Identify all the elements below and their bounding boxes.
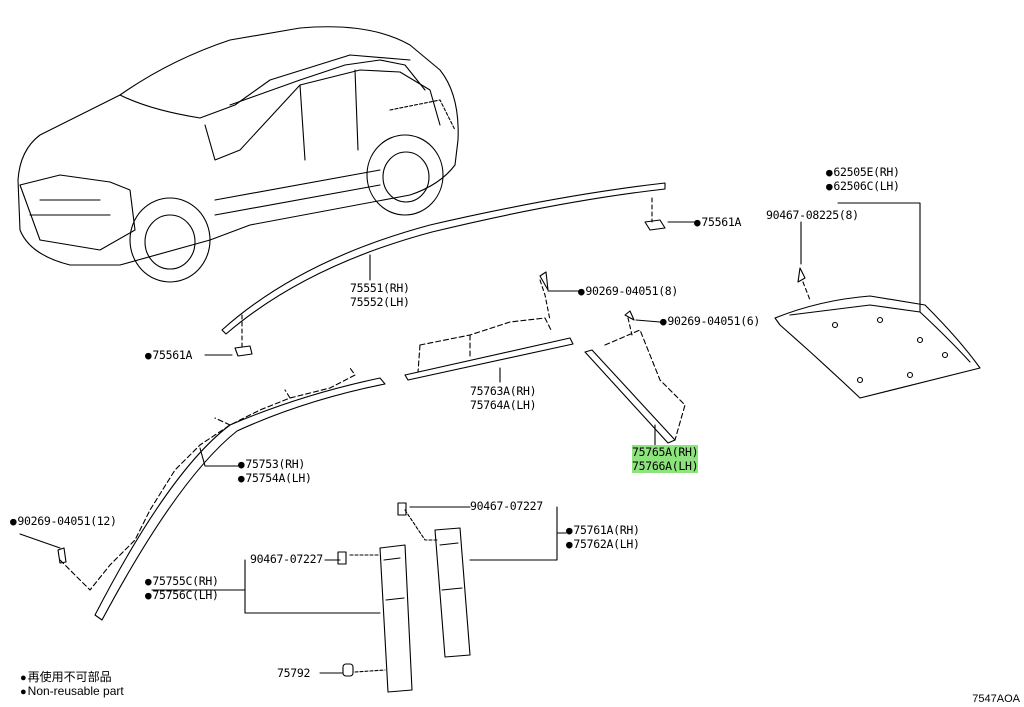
label-75761A: 75761A(RH) [566,523,640,538]
label-75762A: 75762A(LH) [566,537,640,552]
label-75561A-left: 75561A [145,348,192,363]
door-frame-molding [59,367,386,621]
label-75764A: 75764A(LH) [470,398,537,412]
upper-belt-molding [404,279,574,381]
label-75552: 75552(LH) [350,295,410,309]
quarter-molding [584,317,686,444]
pillar-garnish-front [349,544,413,693]
label-90467-07227-upper: 90467-07227 [470,499,543,513]
label-75755C: 75755C(RH) [145,574,219,589]
label-75792: 75792 [277,666,311,680]
label-90467-08225: 90467-08225(8) [766,208,859,222]
label-90269-04051-12: 90269-04051(12) [10,514,117,529]
label-75756C: 75756C(LH) [145,588,219,603]
rear-spoiler [774,267,981,399]
label-75753: 75753(RH) [238,457,305,472]
legend-line-japanese: 再使用不可部品 [20,668,112,685]
legend-line-english: Non-reusable part [20,684,124,698]
label-90467-07227-lower: 90467-07227 [250,552,323,566]
label-75561A-right: 75561A [694,215,741,230]
label-75754A: 75754A(LH) [238,471,312,486]
label-62505E: 62505E(RH) [826,165,900,180]
vehicle-illustration [17,26,459,283]
label-90269-04051-8: 90269-04051(8) [578,284,678,299]
label-75766A: 75766A(LH) [632,459,699,473]
label-75551: 75551(RH) [350,281,410,295]
pillar-garnish-rear [404,509,471,658]
roof-molding [221,182,666,357]
label-90269-04051-6: 90269-04051(6) [660,314,760,329]
label-75763A: 75763A(RH) [470,384,537,398]
label-62506C: 62506C(LH) [826,179,900,194]
label-75765A: 75765A(RH) [632,445,699,459]
diagram-reference-code: 7547AOA [972,693,1020,705]
